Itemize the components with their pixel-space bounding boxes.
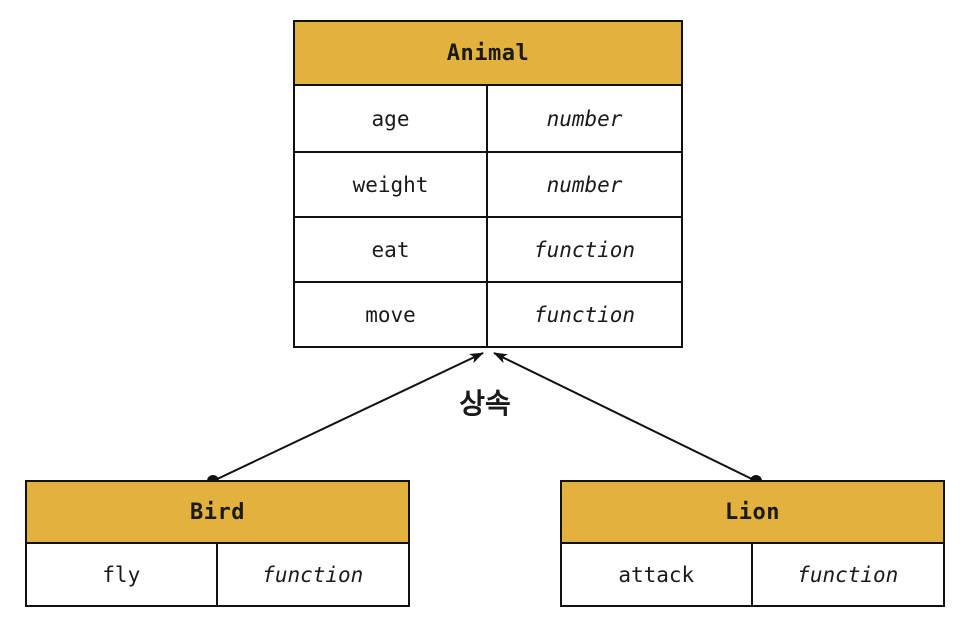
- lion-class-title: Lion: [562, 482, 943, 544]
- bird-to-animal-arrow: [212, 352, 484, 482]
- bird-class-box: Bird fly function: [25, 480, 410, 607]
- lion-member-row-attack: attack function: [562, 544, 943, 605]
- animal-class-title: Animal: [295, 22, 681, 86]
- member-type: number: [546, 106, 623, 131]
- member-name: eat: [295, 218, 488, 281]
- member-type: function: [533, 302, 636, 327]
- member-type: function: [262, 562, 364, 587]
- member-name: age: [295, 86, 488, 151]
- member-type: function: [797, 562, 899, 587]
- animal-member-row-weight: weight number: [295, 151, 681, 216]
- animal-member-row-age: age number: [295, 86, 681, 151]
- member-type: function: [533, 237, 636, 262]
- member-name: fly: [27, 544, 218, 605]
- animal-member-row-move: move function: [295, 281, 681, 346]
- inheritance-label: 상속: [459, 387, 511, 420]
- lion-to-animal-arrow: [493, 352, 757, 482]
- member-type: number: [546, 172, 623, 197]
- lion-class-box: Lion attack function: [560, 480, 945, 607]
- member-name: attack: [562, 544, 753, 605]
- bird-class-title: Bird: [27, 482, 408, 544]
- member-name: weight: [295, 153, 488, 216]
- animal-class-box: Animal age number weight number eat func…: [293, 20, 683, 348]
- animal-member-row-eat: eat function: [295, 216, 681, 281]
- bird-member-row-fly: fly function: [27, 544, 408, 605]
- member-name: move: [295, 283, 488, 346]
